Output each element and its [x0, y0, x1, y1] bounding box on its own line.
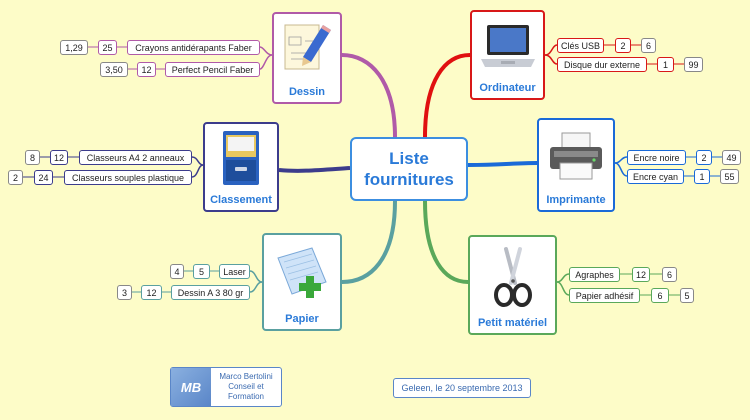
author-line3: Formation — [227, 392, 264, 401]
branch-ordinateur — [423, 53, 471, 138]
papier-item-2-qty[interactable]: 12 — [141, 285, 162, 300]
topic-papier-title: Papier — [285, 313, 319, 325]
dessin-item-2-qty[interactable]: 12 — [137, 62, 156, 77]
topic-ordinateur[interactable]: Ordinateur — [470, 10, 545, 100]
topic-imprimante-title: Imprimante — [546, 194, 606, 206]
branch-dessin — [341, 53, 397, 138]
papier-item-2-label[interactable]: Dessin A 3 80 gr — [171, 285, 250, 300]
classement-item-1-qty[interactable]: 12 — [50, 150, 68, 165]
date-label: Geleen, le 20 septembre 2013 — [393, 378, 531, 398]
petit-item-1-qty[interactable]: 12 — [632, 267, 650, 282]
ordinateur-item-2-price[interactable]: 99 — [684, 57, 703, 72]
scissors-icon — [470, 237, 555, 317]
topic-dessin-title: Dessin — [288, 86, 326, 98]
filing-cabinet-icon — [205, 124, 277, 194]
topic-petit-materiel-title: Petit matériel — [477, 317, 548, 329]
branch-imprimante — [467, 161, 538, 167]
author-card: MB Marco Bertolini Conseil et Formation — [170, 367, 282, 407]
branch-papier — [341, 200, 397, 284]
topic-petit-materiel[interactable]: Petit matériel — [468, 235, 557, 335]
branch-classement — [278, 166, 351, 173]
dessin-item-1-qty[interactable]: 25 — [98, 40, 117, 55]
mb-logo-text: MB — [180, 379, 202, 395]
central-title-line2: fournitures — [364, 170, 454, 189]
imprimante-item-1-label[interactable]: Encre noire — [627, 150, 686, 165]
central-title-line1: Liste — [389, 149, 429, 168]
ordinateur-item-1-label[interactable]: Clés USB — [557, 38, 604, 53]
petit-item-2-price[interactable]: 5 — [680, 288, 694, 303]
ordinateur-item-1-qty[interactable]: 2 — [615, 38, 631, 53]
mb-logo: MB — [171, 368, 211, 406]
topic-classement-title: Classement — [210, 194, 272, 206]
topic-classement[interactable]: Classement — [203, 122, 279, 212]
imprimante-item-2-qty[interactable]: 1 — [694, 169, 710, 184]
petit-item-2-qty[interactable]: 6 — [651, 288, 669, 303]
dessin-item-1-price[interactable]: 1,29 — [60, 40, 88, 55]
papier-item-1-label[interactable]: Laser — [219, 264, 250, 279]
classement-item-2-price[interactable]: 2 — [8, 170, 23, 185]
classement-item-1-price[interactable]: 8 — [25, 150, 40, 165]
ordinateur-item-2-qty[interactable]: 1 — [657, 57, 674, 72]
author-line2: Conseil et — [228, 382, 264, 391]
topic-ordinateur-title: Ordinateur — [479, 82, 536, 94]
classement-item-2-qty[interactable]: 24 — [34, 170, 53, 185]
imprimante-item-2-price[interactable]: 55 — [720, 169, 739, 184]
dessin-item-2-label[interactable]: Perfect Pencil Faber — [165, 62, 260, 77]
petit-item-1-price[interactable]: 6 — [662, 267, 677, 282]
imprimante-item-2-label[interactable]: Encre cyan — [627, 169, 684, 184]
pencil-drawing-icon — [274, 14, 340, 86]
classement-item-2-label[interactable]: Classeurs souples plastique — [64, 170, 192, 185]
ordinateur-item-2-label[interactable]: Disque dur externe — [557, 57, 647, 72]
topic-dessin[interactable]: Dessin — [272, 12, 342, 104]
papier-item-2-price[interactable]: 3 — [117, 285, 132, 300]
petit-item-1-label[interactable]: Agraphes — [569, 267, 620, 282]
classement-item-1-label[interactable]: Classeurs A4 2 anneaux — [79, 150, 192, 165]
topic-imprimante[interactable]: Imprimante — [537, 118, 615, 212]
laptop-icon — [472, 12, 543, 82]
printer-icon — [539, 120, 613, 194]
central-topic[interactable]: Liste fournitures — [350, 137, 468, 201]
petit-item-2-label[interactable]: Papier adhésif — [569, 288, 640, 303]
ordinateur-item-1-price[interactable]: 6 — [641, 38, 656, 53]
papier-item-1-price[interactable]: 4 — [170, 264, 184, 279]
paper-pad-icon — [264, 235, 340, 313]
imprimante-item-1-qty[interactable]: 2 — [696, 150, 712, 165]
dessin-item-1-label[interactable]: Crayons antidérapants Faber — [127, 40, 260, 55]
papier-item-1-qty[interactable]: 5 — [193, 264, 210, 279]
author-name: Marco Bertolini — [219, 372, 273, 381]
branch-petit — [423, 200, 469, 284]
dessin-item-2-price[interactable]: 3,50 — [100, 62, 128, 77]
topic-papier[interactable]: Papier — [262, 233, 342, 331]
imprimante-item-1-price[interactable]: 49 — [722, 150, 741, 165]
